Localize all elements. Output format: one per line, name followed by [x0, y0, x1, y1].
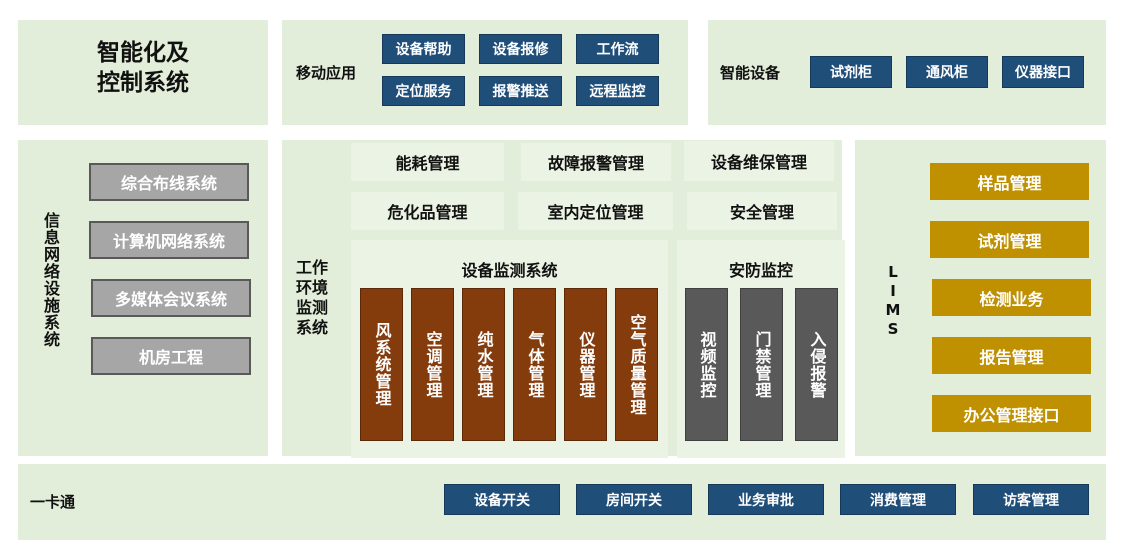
mobile-item-device-repair[interactable]: 设备报修: [479, 34, 562, 64]
work-env-label: 工作环境监测系统: [296, 258, 329, 337]
mid-item-hazardous[interactable]: 危化品管理: [351, 192, 504, 230]
mobile-item-device-help[interactable]: 设备帮助: [382, 34, 465, 64]
lims-item-testing[interactable]: 检测业务: [932, 279, 1091, 316]
lims-item-sample[interactable]: 样品管理: [930, 163, 1089, 200]
card-item-room-switch[interactable]: 房间开关: [576, 484, 692, 515]
mid-item-indoor-location[interactable]: 室内定位管理: [518, 192, 673, 230]
lims-label: LIMS: [884, 263, 902, 339]
monitor-item-instrument[interactable]: 仪器管理: [564, 288, 607, 441]
monitor-item-air-quality[interactable]: 空气质量管理: [615, 288, 658, 441]
monitor-item-air-system[interactable]: 风系统管理: [360, 288, 403, 441]
card-item-consumption[interactable]: 消费管理: [840, 484, 956, 515]
smart-devices-label: 智能设备: [720, 64, 781, 82]
mobile-apps-label: 移动应用: [296, 64, 357, 82]
left-item-server-room[interactable]: 机房工程: [91, 337, 251, 375]
lims-item-reagent[interactable]: 试剂管理: [930, 221, 1089, 258]
mid-item-maintenance[interactable]: 设备维保管理: [684, 141, 834, 181]
mid-item-energy[interactable]: 能耗管理: [351, 143, 504, 181]
card-item-device-switch[interactable]: 设备开关: [444, 484, 560, 515]
monitor-item-pure-water[interactable]: 纯水管理: [462, 288, 505, 441]
info-network-label: 信息网络设施系统: [41, 212, 60, 348]
control-system-title: 智能化及 控制系统: [97, 40, 189, 96]
card-system-label: 一卡通: [30, 493, 76, 511]
lims-item-office-interface[interactable]: 办公管理接口: [932, 395, 1091, 432]
mobile-item-workflow[interactable]: 工作流: [576, 34, 659, 64]
control-system-panel: [18, 20, 268, 125]
device-monitor-title: 设备监测系统: [461, 261, 558, 280]
mid-item-fault-alarm[interactable]: 故障报警管理: [521, 143, 671, 181]
mobile-item-alarm-push[interactable]: 报警推送: [479, 76, 562, 106]
smart-item-instrument-interface[interactable]: 仪器接口: [1002, 56, 1084, 88]
smart-item-reagent-cabinet[interactable]: 试剂柜: [810, 56, 892, 88]
monitor-item-ac[interactable]: 空调管理: [411, 288, 454, 441]
mobile-item-remote-monitor[interactable]: 远程监控: [576, 76, 659, 106]
left-item-cabling[interactable]: 综合布线系统: [89, 163, 249, 201]
card-item-approval[interactable]: 业务审批: [708, 484, 824, 515]
security-item-video[interactable]: 视频监控: [685, 288, 728, 441]
lims-item-report[interactable]: 报告管理: [932, 337, 1091, 374]
mobile-item-location-service[interactable]: 定位服务: [382, 76, 465, 106]
security-item-access[interactable]: 门禁管理: [740, 288, 783, 441]
left-item-multimedia-meeting[interactable]: 多媒体会议系统: [91, 279, 251, 317]
security-item-intrusion[interactable]: 入侵报警: [795, 288, 838, 441]
card-item-visitor[interactable]: 访客管理: [973, 484, 1089, 515]
monitor-item-gas[interactable]: 气体管理: [513, 288, 556, 441]
security-title: 安防监控: [728, 261, 793, 280]
mid-item-safety[interactable]: 安全管理: [687, 192, 837, 230]
left-item-computer-network[interactable]: 计算机网络系统: [89, 221, 249, 259]
smart-item-fume-hood[interactable]: 通风柜: [906, 56, 988, 88]
